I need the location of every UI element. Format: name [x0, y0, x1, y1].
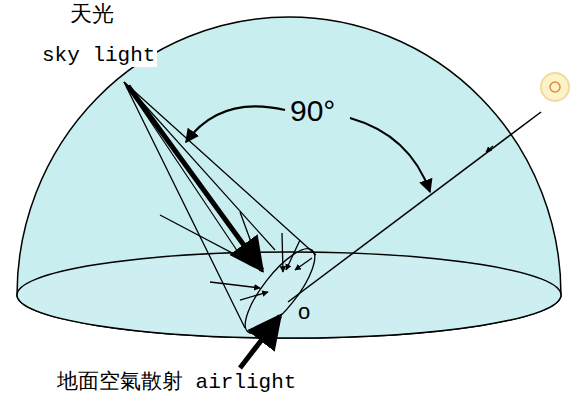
view-cone: [124, 82, 316, 328]
point-label: o: [298, 300, 310, 324]
skylight-arrow: [128, 86, 262, 270]
angle-arc: [350, 118, 430, 192]
scatter-arrows: [160, 212, 312, 300]
sun-ray: [288, 112, 541, 302]
angle-arc: [186, 106, 285, 142]
sky-dome: [17, 17, 561, 338]
chinese-label: 天光: [68, 4, 116, 28]
english-label: sky light: [40, 44, 157, 67]
sun-symbol: [541, 73, 569, 101]
airlight-arrow: [240, 316, 280, 368]
angle-label: 90°: [290, 94, 335, 127]
caption-label: 地面空氣散射 airlight: [55, 371, 298, 394]
